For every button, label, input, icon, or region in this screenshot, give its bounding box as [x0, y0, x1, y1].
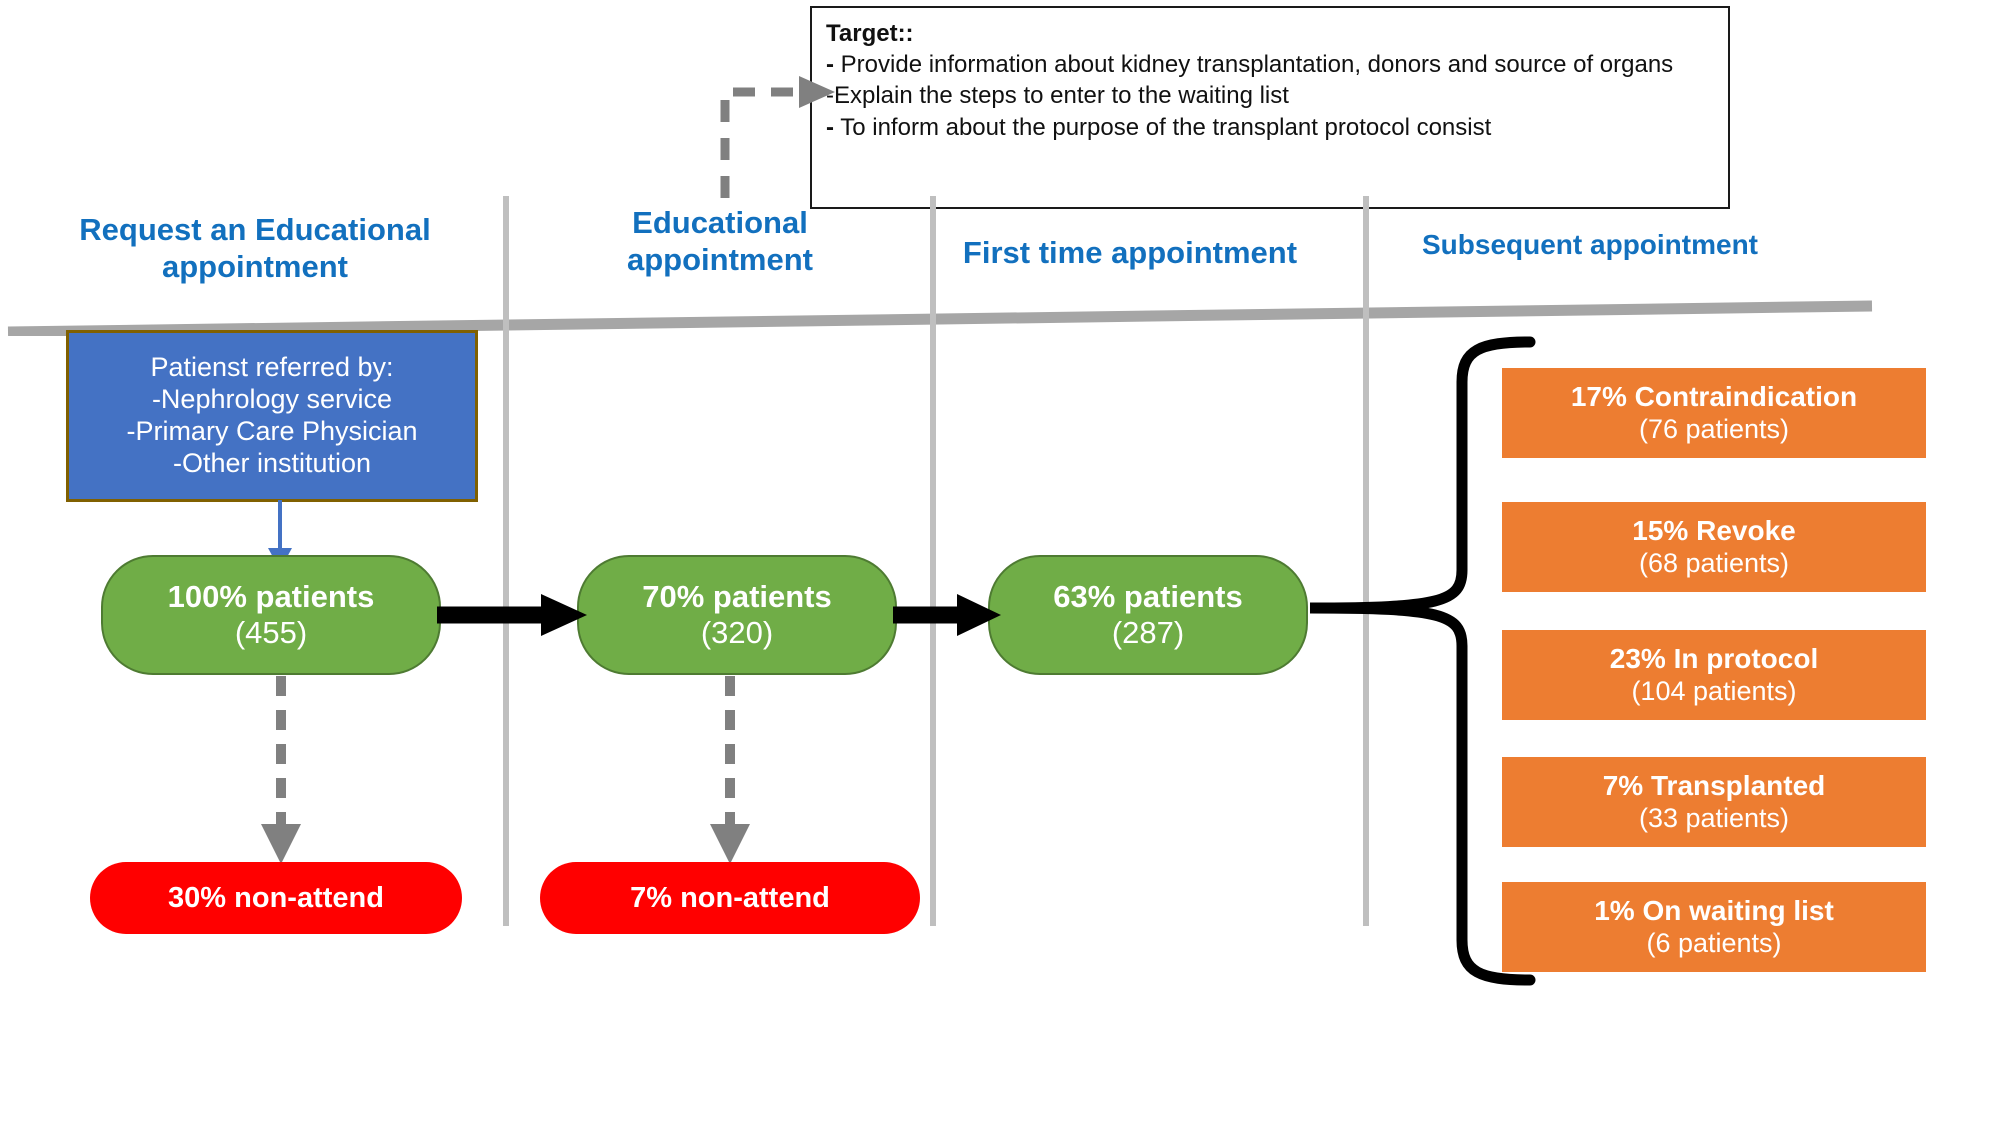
- referral-source-box: Patienst referred by: -Nephrology servic…: [66, 330, 478, 502]
- referral-box-title: Patienst referred by:: [150, 352, 394, 383]
- target-callout-box: Target:: - Provide information about kid…: [810, 6, 1730, 209]
- stage-percent-2: 63% patients: [1053, 579, 1243, 615]
- lane-separator-1: [503, 196, 509, 926]
- stage-count-1: (320): [700, 615, 774, 650]
- outcome-bar-revoke: 15% Revoke (68 patients): [1502, 502, 1926, 592]
- referral-box-item-primary-care: -Primary Care Physician: [126, 416, 418, 446]
- referral-box-item-nephrology: -Nephrology service: [151, 384, 393, 415]
- phase-header-first-time-appointment: First time appointment: [962, 235, 1298, 270]
- outcome-bar-in-protocol: 23% In protocol (104 patients): [1502, 630, 1926, 720]
- lane-separator-2: [930, 196, 936, 926]
- phase-header-educational-appointment: Educational appointment: [627, 205, 813, 277]
- outcome-label-3: 7% Transplanted: [1602, 770, 1826, 802]
- outcome-count-2: (104 patients): [1631, 675, 1797, 706]
- non-attend-pill-1: 7% non-attend: [540, 862, 920, 934]
- stage-count-0: (455): [234, 615, 308, 650]
- stage-pill-first-time-appointment: 63% patients (287): [988, 555, 1308, 675]
- target-callout-line-3: - To inform about the purpose of the tra…: [826, 113, 1492, 141]
- drop-arrow-to-nonattend-0: [261, 676, 301, 864]
- outcome-count-0: (76 patients): [1638, 413, 1790, 444]
- target-callout-title: Target::: [826, 20, 914, 47]
- target-callout-connector-arrow: [720, 76, 835, 198]
- stage-pill-request-educational-appointment: 100% patients (455): [101, 555, 441, 675]
- outcome-label-0: 17% Contraindication: [1570, 381, 1858, 413]
- non-attend-pill-0: 30% non-attend: [90, 862, 462, 934]
- lane-separator-3: [1363, 196, 1369, 926]
- flow-arrow-stage1-to-stage2: [893, 594, 1001, 636]
- outcome-count-4: (6 patients): [1646, 927, 1782, 958]
- outcome-label-2: 23% In protocol: [1609, 643, 1819, 675]
- outcome-label-1: 15% Revoke: [1632, 515, 1796, 547]
- drop-arrow-to-nonattend-1: [710, 676, 750, 864]
- outcome-bar-transplanted: 7% Transplanted (33 patients): [1502, 757, 1926, 847]
- outcome-count-3: (33 patients): [1638, 802, 1790, 833]
- outcome-count-1: (68 patients): [1638, 547, 1790, 578]
- stage-count-2: (287): [1111, 615, 1185, 650]
- outcomes-brace: [1309, 336, 1536, 986]
- flow-arrow-stage0-to-stage1: [437, 594, 587, 636]
- target-callout-line-1: - Provide information about kidney trans…: [826, 51, 1674, 79]
- referral-box-item-other-institution: -Other institution: [172, 447, 372, 478]
- phase-header-subsequent-appointment: Subsequent appointment: [1422, 229, 1758, 260]
- outcome-bar-on-waiting-list: 1% On waiting list (6 patients): [1502, 882, 1926, 972]
- stage-pill-educational-appointment: 70% patients (320): [577, 555, 897, 675]
- target-callout-line-2: -Explain the steps to enter to the waiti…: [826, 82, 1289, 110]
- phase-header-request-educational-appointment: Request an Educational appointment: [79, 212, 431, 284]
- stage-percent-1: 70% patients: [642, 579, 832, 615]
- timeline-baseline: [7, 300, 1873, 336]
- stage-percent-0: 100% patients: [167, 579, 375, 615]
- outcome-bar-contraindication: 17% Contraindication (76 patients): [1502, 368, 1926, 458]
- outcome-label-4: 1% On waiting list: [1594, 895, 1834, 927]
